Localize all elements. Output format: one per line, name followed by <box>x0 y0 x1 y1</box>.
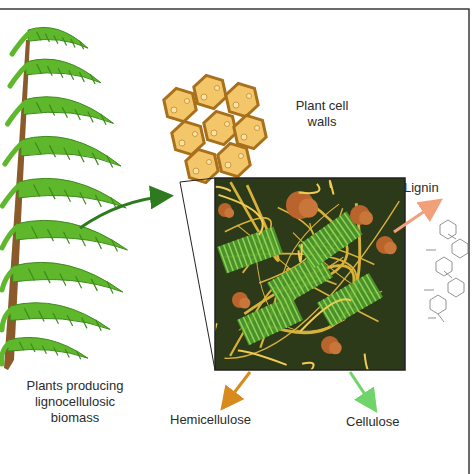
source-label: Plants producing lignocellulosic biomass <box>20 378 130 426</box>
lignin-structure <box>424 220 468 322</box>
zoom-frame <box>215 178 405 370</box>
component-label: Cellulose <box>346 414 436 430</box>
cell-wall-illustration <box>164 75 266 182</box>
component-label: Hemicellulose <box>170 412 280 428</box>
lignin-arrow <box>394 202 438 232</box>
component-label: Lignin <box>404 180 464 196</box>
flow-arrow <box>80 196 168 228</box>
frame <box>0 9 469 474</box>
microfibril-closeup <box>215 178 405 370</box>
conifer-tree <box>2 27 128 370</box>
cellulose-arrow <box>350 372 374 408</box>
stage-label: Plant cell walls <box>282 98 362 130</box>
hemicellulose-arrow <box>224 372 250 406</box>
zoom-line <box>180 178 215 182</box>
zoom-line <box>180 182 215 370</box>
